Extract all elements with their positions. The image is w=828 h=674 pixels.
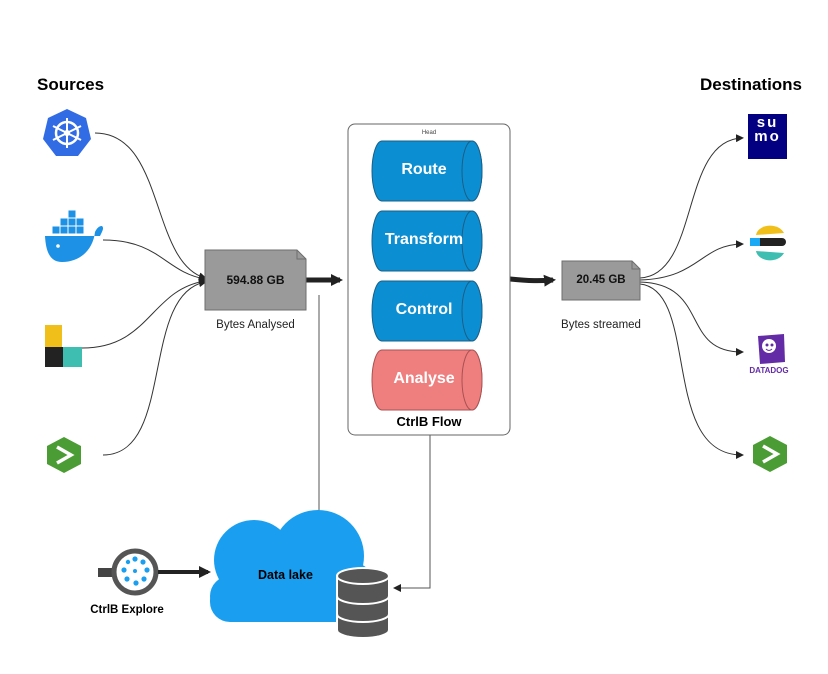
elastic-logo-icon	[45, 325, 82, 367]
connector-docker	[102, 239, 207, 282]
stage-analyse-label: Analyse	[393, 370, 455, 387]
sumo-logo-text: su mo	[754, 116, 781, 145]
datalake-label: Data lake	[258, 568, 313, 582]
prompt-chevron-dest-icon	[753, 436, 787, 472]
connector-elastic-dest	[639, 240, 744, 281]
link-flow-to-storage	[393, 435, 431, 592]
flow-head-label: Head	[421, 130, 437, 136]
analysed-caption: Bytes Analysed	[216, 319, 295, 331]
stage-transform[interactable]	[371, 210, 483, 272]
elastic-icon	[750, 225, 786, 261]
stage-control[interactable]	[371, 280, 483, 342]
connector-prompt	[102, 279, 207, 456]
connector-sumo	[639, 134, 744, 279]
connector-kubernetes	[94, 132, 207, 281]
stage-analyse[interactable]	[371, 349, 483, 411]
stage-route[interactable]	[371, 140, 483, 202]
connector-elastic	[81, 278, 207, 349]
sources-heading: Sources	[37, 75, 105, 94]
explore-label: CtrlB Explore	[90, 604, 164, 616]
streamed-box	[561, 260, 641, 301]
database-icon	[336, 567, 390, 639]
magnifier-icon	[98, 548, 159, 596]
analysed-box	[204, 249, 307, 311]
sumo-logic-icon	[748, 114, 787, 159]
prompt-chevron-icon	[47, 437, 81, 473]
stage-transform-label: Transform	[384, 231, 464, 248]
kubernetes-icon	[43, 109, 91, 156]
connector-prompt-dest	[639, 283, 744, 459]
source-connectors	[81, 132, 207, 456]
datadog-logo-text: DATADOG	[749, 366, 789, 375]
streamed-value: 20.45 GB	[576, 274, 626, 286]
analysed-value: 594.88 GB	[226, 273, 285, 287]
docker-whale-icon	[45, 209, 104, 262]
arrow-to-streamed	[509, 274, 556, 287]
stage-control-label: Control	[395, 301, 453, 318]
connector-datadog	[639, 281, 744, 356]
flow-title: CtrlB Flow	[396, 414, 462, 429]
destinations-heading: Destinations	[700, 75, 803, 94]
stage-route-label: Route	[401, 161, 447, 178]
destination-connectors	[639, 134, 744, 459]
datadog-icon	[758, 334, 785, 364]
streamed-caption: Bytes streamed	[561, 319, 641, 331]
